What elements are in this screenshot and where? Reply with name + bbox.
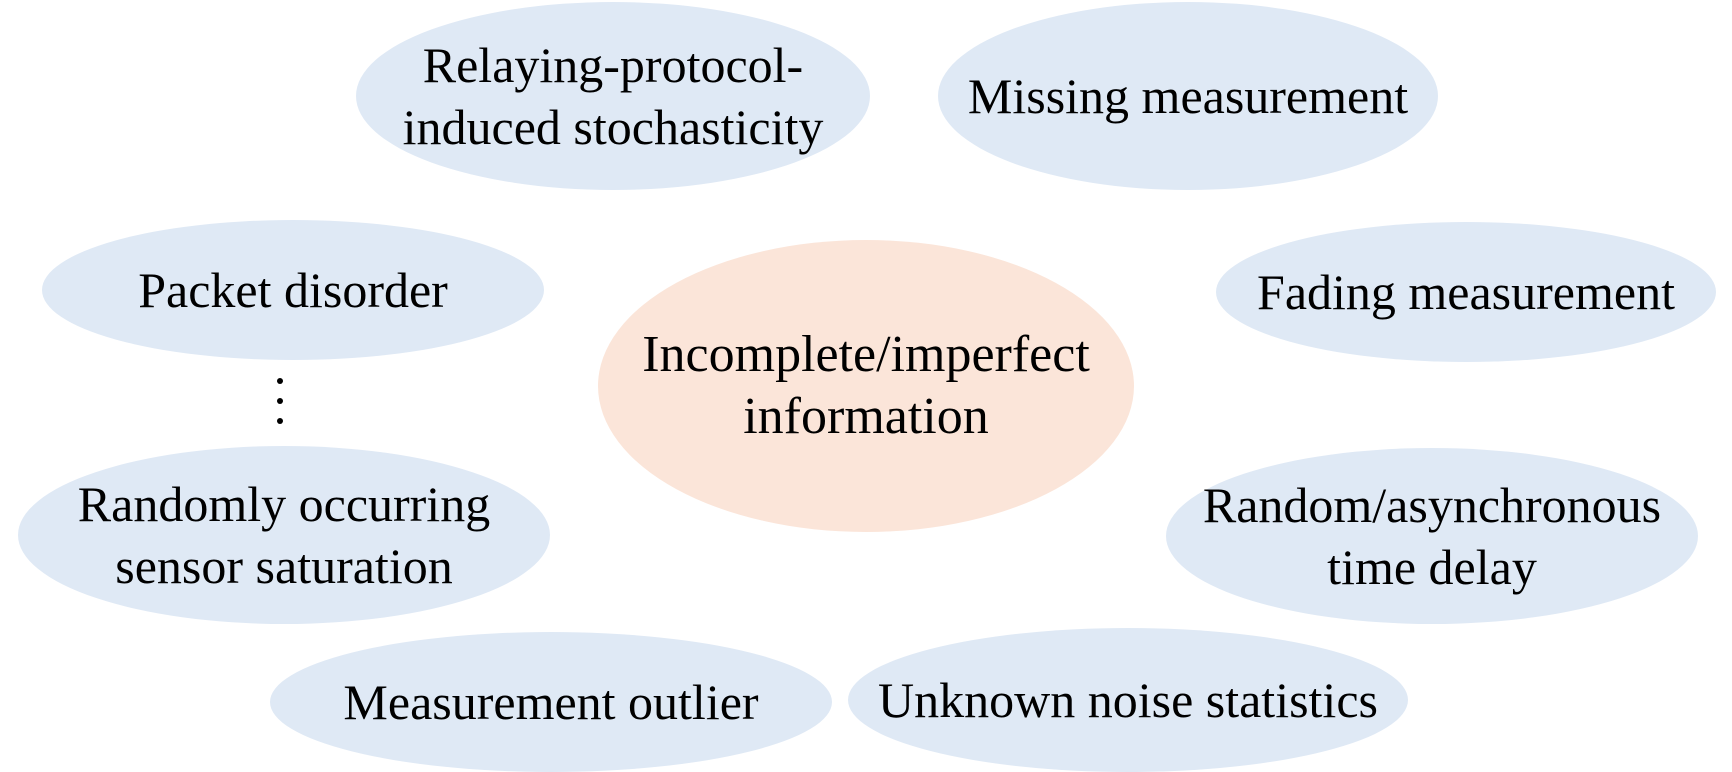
center-label-line: information — [743, 388, 989, 445]
node-label-line: time delay — [1327, 539, 1537, 595]
node-fading-measurement-label: Fading measurement — [1257, 261, 1675, 323]
node-label-line: Randomly occurring — [77, 476, 491, 532]
node-time-delay: Random/asynchronous time delay — [1166, 448, 1698, 624]
node-packet-disorder-label: Packet disorder — [138, 259, 448, 321]
ellipsis-dot — [277, 398, 283, 404]
node-label-line: Relaying-protocol- — [422, 37, 804, 93]
center-label-line: Incomplete/imperfect — [642, 326, 1090, 383]
center-node: Incomplete/imperfect information — [598, 240, 1134, 532]
node-label-line: sensor saturation — [115, 538, 453, 594]
node-relaying-protocol: Relaying-protocol- induced stochasticity — [356, 2, 870, 190]
node-missing-measurement: Missing measurement — [938, 2, 1438, 190]
node-label-line: Measurement outlier — [343, 674, 759, 730]
node-sensor-saturation-label: Randomly occurring sensor saturation — [78, 473, 490, 597]
node-label-line: induced stochasticity — [402, 99, 824, 155]
node-time-delay-label: Random/asynchronous time delay — [1203, 474, 1661, 598]
vertical-ellipsis-icon — [272, 378, 288, 426]
node-label-line: Packet disorder — [138, 262, 448, 318]
center-node-label: Incomplete/imperfect information — [642, 324, 1090, 448]
node-relaying-protocol-label: Relaying-protocol- induced stochasticity — [403, 34, 824, 158]
node-unknown-noise-label: Unknown noise statistics — [878, 669, 1378, 731]
node-packet-disorder: Packet disorder — [42, 220, 544, 360]
node-label-line: Missing measurement — [967, 68, 1409, 124]
ellipsis-dot — [277, 418, 283, 424]
node-measurement-outlier-label: Measurement outlier — [343, 671, 758, 733]
node-fading-measurement: Fading measurement — [1216, 222, 1716, 362]
node-label-line: Unknown noise statistics — [878, 672, 1378, 728]
node-label-line: Fading measurement — [1257, 264, 1675, 320]
node-unknown-noise: Unknown noise statistics — [848, 628, 1408, 772]
ellipsis-dot — [277, 378, 283, 384]
node-sensor-saturation: Randomly occurring sensor saturation — [18, 446, 550, 624]
node-measurement-outlier: Measurement outlier — [270, 632, 832, 772]
node-label-line: Random/asynchronous — [1202, 477, 1662, 533]
node-missing-measurement-label: Missing measurement — [968, 65, 1408, 127]
